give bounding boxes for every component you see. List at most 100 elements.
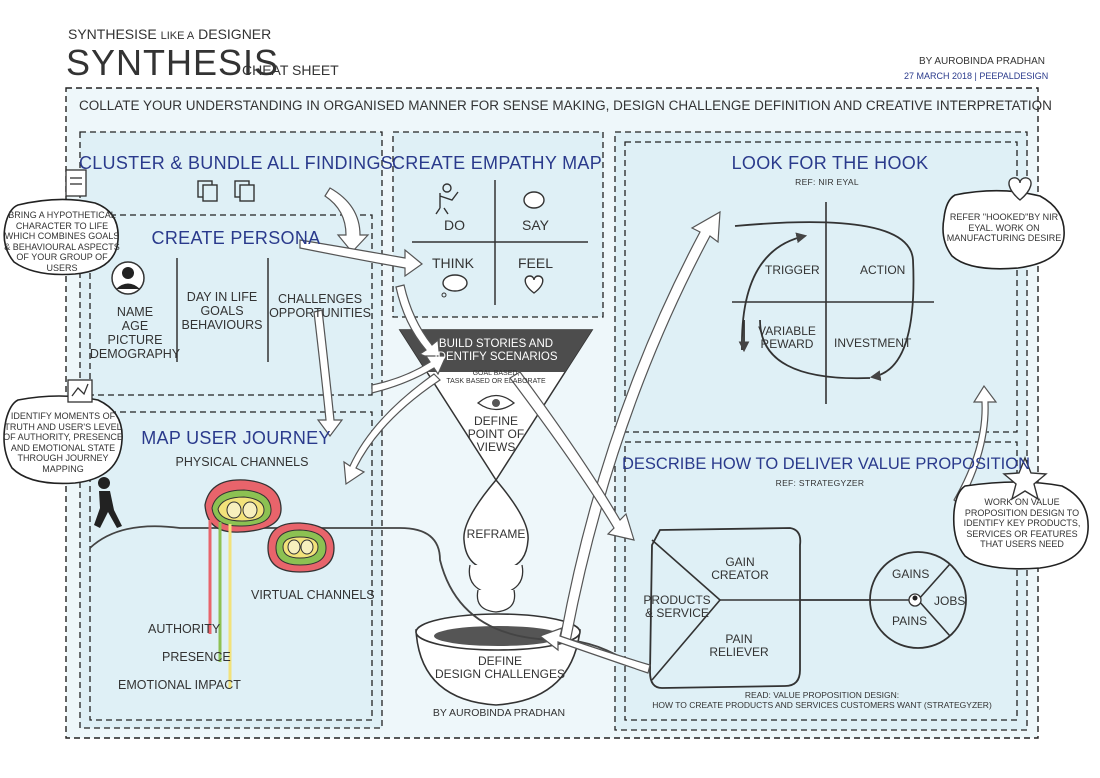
emotional-impact-label: EMOTIONAL IMPACT (118, 678, 241, 692)
value-map-divider-a (651, 539, 721, 601)
jobs-label: JOBS (934, 594, 966, 608)
cluster-title: CLUSTER & BUNDLE ALL FINDINGS (78, 153, 394, 173)
journey-bubble-line: THROUGH JOURNEY (17, 453, 109, 463)
persona-bubble-line: CHARACTER TO LIFE (15, 220, 109, 231)
persona-bubble-line: OF YOUR GROUP OF (16, 252, 108, 262)
stories-sub-1: GOAL BASED, (472, 370, 520, 377)
persona-bubble-line: & BEHAVIOURAL ASPECTS (4, 241, 120, 252)
arrow-cluster-to-empathy (324, 187, 370, 253)
empathy-panel (392, 131, 604, 318)
value-bubble-line: PROPOSITION DESIGN TO (964, 507, 1080, 518)
empathy-think: THINK (432, 255, 474, 271)
value-read-text: READ: VALUE PROPOSITION DESIGN: HOW TO C… (652, 690, 992, 710)
define-challenges-text: DEFINE DESIGN CHALLENGES (435, 655, 565, 681)
read-line-1: READ: VALUE PROPOSITION DESIGN: (744, 690, 900, 700)
customer-icon (908, 593, 922, 607)
header-date: 27 MARCH 2018 | PEEPALDESIGN (904, 71, 1049, 81)
stories-line-1: BUILD STORIES AND (438, 338, 554, 350)
value-bubble (952, 481, 1089, 570)
walking-person-icon (94, 477, 122, 528)
variable-line-2: REWARD (760, 337, 814, 351)
products-service-text: PRODUCTS & SERVICE (643, 594, 710, 620)
hook-variable-reward: VARIABLE REWARD (758, 325, 816, 351)
persona-day-in-life: DAY IN LIFE (186, 290, 258, 304)
pain-reliever-text: PAIN RELIEVER (709, 633, 768, 659)
drop-3 (476, 589, 516, 613)
bowl-inner (434, 626, 562, 646)
persona-picture: PICTURE (107, 333, 163, 347)
journey-bubble (3, 395, 123, 485)
products-line-1: PRODUCTS (643, 593, 711, 607)
stories-sub-2: TASK BASED OR ELABORATE (446, 378, 546, 385)
pov-line-3: VIEWS (476, 440, 516, 454)
star-icon (1002, 456, 1048, 501)
define-line-1: DEFINE (477, 654, 523, 668)
journey-bubble-text: IDENTIFY MOMENTS OF TRUTH AND USER'S LEV… (3, 411, 123, 474)
arrow-persona-down (313, 309, 344, 437)
physical-channels-label: PHYSICAL CHANNELS (175, 455, 309, 469)
funnel-author: BY AUROBINDA PRADHAN (432, 707, 566, 719)
profile-divider-b (917, 563, 951, 601)
persona-name: NAME (116, 305, 154, 319)
pov-line-2: POINT OF (467, 427, 525, 441)
do-person-icon (435, 183, 459, 215)
arrow-value-to-bowl (538, 627, 651, 674)
empathy-feel: FEEL (518, 255, 554, 271)
pain-reliever-line-1: PAIN (725, 632, 753, 646)
empathy-do: DO (444, 217, 465, 233)
stories-sub-text: GOAL BASED, TASK BASED OR ELABORATE (446, 370, 545, 386)
empathy-title: CREATE EMPATHY MAP (391, 153, 603, 173)
hook-bubble-line: EYAL. WORK ON (968, 222, 1040, 233)
persona-col-3: CHALLENGES OPPORTUNITIES (269, 292, 371, 320)
persona-title: CREATE PERSONA (151, 228, 321, 248)
design-bowl (415, 629, 581, 706)
virtual-theatre-masks-icon (287, 539, 314, 555)
pov-line-1: DEFINE (473, 414, 519, 428)
arrow-funnel-to-journey (343, 373, 441, 486)
hook-loop-bottom (759, 319, 871, 380)
journey-bubble-line: OF AUTHORITY, PRESENCE (3, 432, 123, 442)
tagline-word-1: SYNTHESISE (68, 26, 157, 42)
gain-creator-text: GAIN CREATOR (711, 556, 769, 582)
cluster-cards-icon (197, 180, 255, 202)
hook-bubble-line: MANUFACTURING DESIRE (946, 233, 1062, 243)
arrow-persona-to-empathy (299, 239, 423, 278)
header-author: BY AUROBINDA PRADHAN (919, 56, 1045, 67)
page-title: SYNTHESIS (66, 42, 280, 83)
tagline-word-2: LIKE A (160, 30, 195, 42)
physical-theatre-masks-icon (226, 501, 258, 519)
value-bubble-line: THAT USERS NEED (980, 539, 1064, 549)
arrow-journey-to-funnel (371, 355, 447, 394)
gains-label: GAINS (892, 567, 930, 581)
hook-title: LOOK FOR THE HOOK (731, 153, 929, 173)
feel-heart-icon (524, 275, 544, 294)
hook-ref: REF: NIR EYAL (795, 177, 859, 187)
value-bubble-line: SERVICES OR FEATURES (966, 528, 1078, 539)
pov-text: DEFINE POINT OF VIEWS (468, 415, 524, 454)
journey-bubble-line: TRUTH AND USER'S LEVEL (4, 421, 122, 432)
journey-title: MAP USER JOURNEY (141, 428, 331, 448)
arrow-value-to-hook (953, 384, 998, 506)
persona-bubble-line: BRING A HYPOTHETICAL (8, 210, 116, 220)
banner-text: COLLATE YOUR UNDERSTANDING IN ORGANISED … (79, 98, 1052, 113)
value-ref: REF: STRATEGYZER (775, 478, 865, 488)
value-panel (624, 441, 1018, 721)
journey-bubble-line: AND EMOTIONAL STATE (10, 442, 116, 453)
journey-bubble-line: MAPPING (42, 463, 84, 474)
arrow-funnel-to-value (509, 371, 635, 541)
hook-panel (624, 141, 1018, 433)
value-map-divider-b (651, 599, 721, 681)
virtual-channels-label: VIRTUAL CHANNELS (251, 588, 375, 602)
hook-trigger: TRIGGER (765, 263, 820, 277)
hook-loop-outer (734, 221, 915, 382)
persona-bubble-text: BRING A HYPOTHETICAL CHARACTER TO LIFE W… (4, 210, 120, 273)
heart-icon (1008, 177, 1032, 201)
persona-age: AGE (121, 319, 149, 333)
value-bubble-line: WORK ON VALUE (984, 497, 1060, 507)
think-cloud-icon (441, 274, 468, 298)
header-tagline: SYNTHESISE LIKE A DESIGNER (68, 26, 271, 42)
persona-bubble-line: WHICH COMBINES GOALS (4, 231, 120, 241)
profile-divider-c (917, 599, 951, 637)
gain-creator-line-2: CREATOR (711, 568, 769, 582)
authority-label: AUTHORITY (148, 622, 221, 636)
